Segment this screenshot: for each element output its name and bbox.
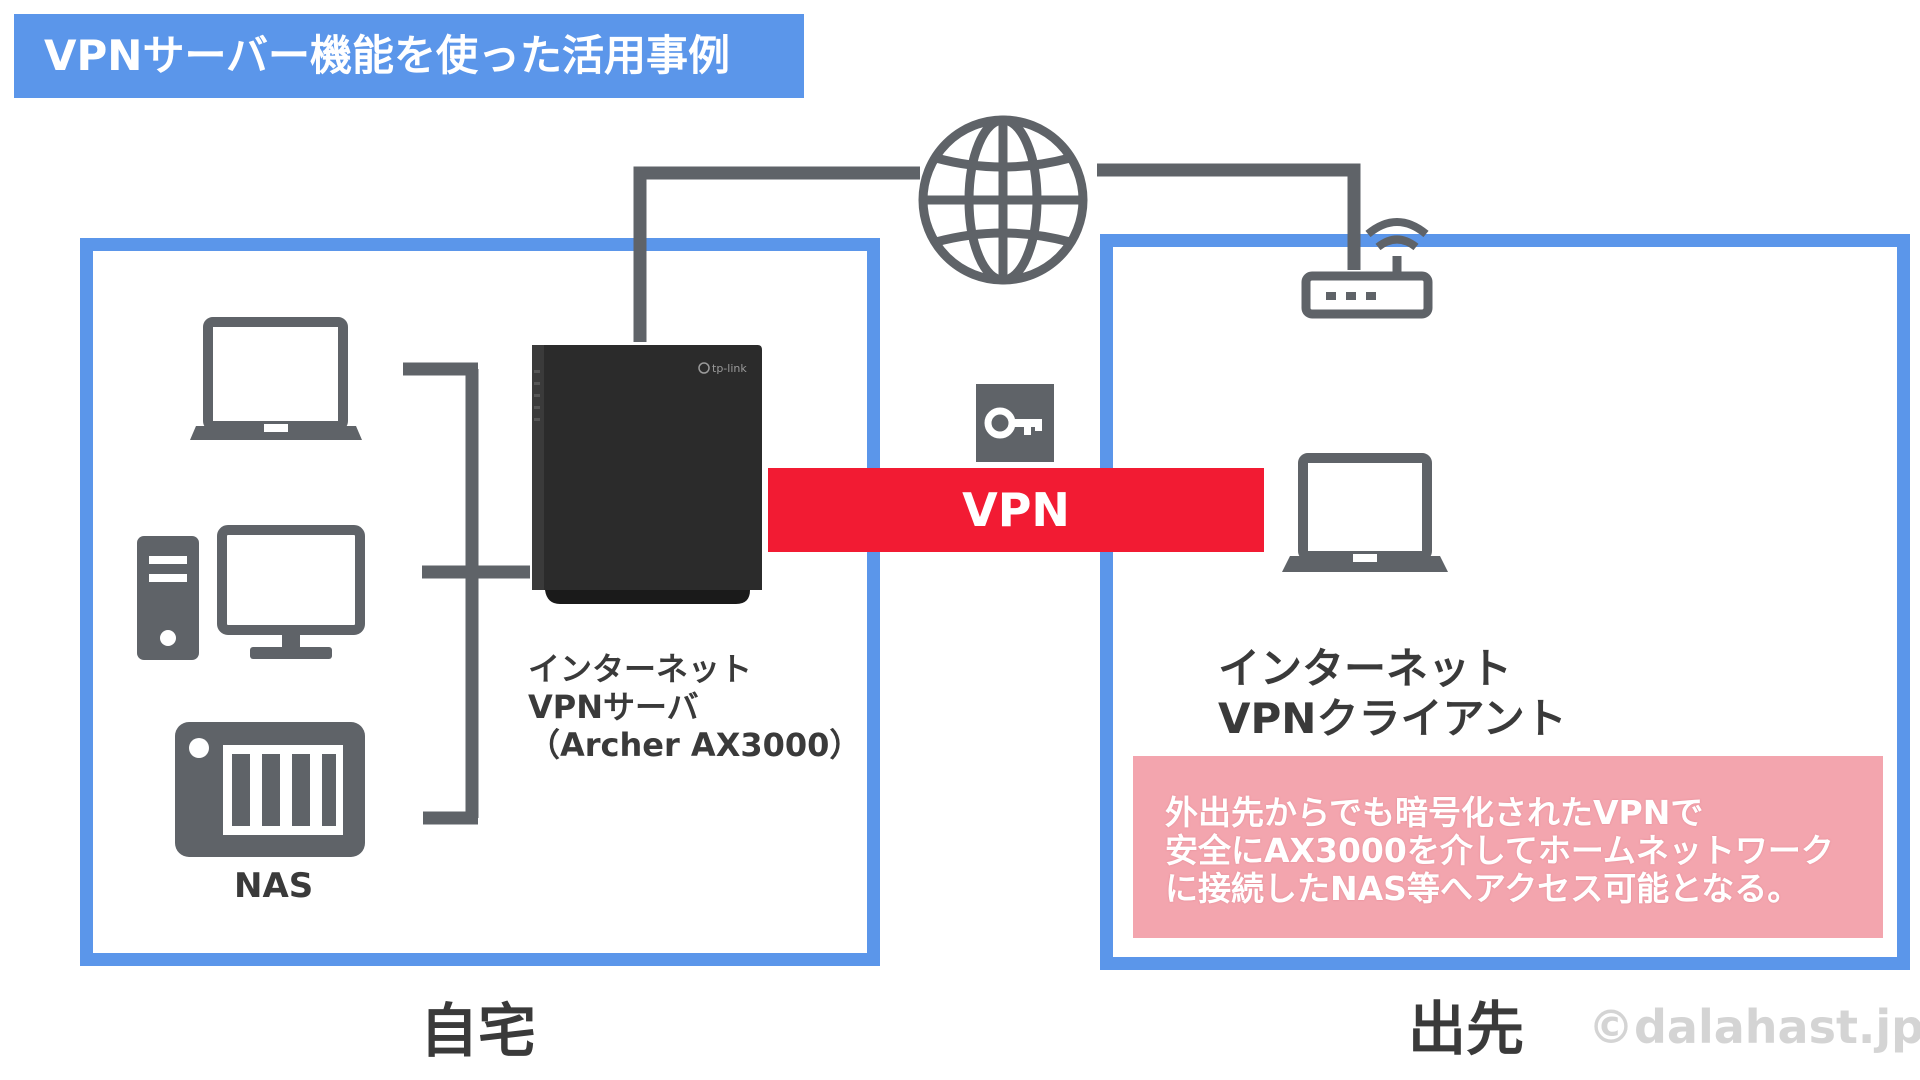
server-label-line1: インターネット <box>528 650 753 688</box>
remote-network-frame <box>1100 234 1910 970</box>
server-label-line2: VPNサーバ <box>528 688 699 726</box>
vpn-client-label: インターネット VPNクライアント <box>1218 644 1567 744</box>
router-brand-logo: tp-link <box>712 362 747 375</box>
remote-label: 出先 <box>1408 995 1525 1063</box>
diagram-title: VPNサーバー機能を使った活用事例 <box>14 14 804 98</box>
note-line3: に接続したNAS等へアクセス可能となる。 <box>1165 869 1801 908</box>
router-to-internet-line <box>633 166 920 342</box>
description-note: 外出先からでも暗号化されたVPNで 安全にAX3000を介してホームネットワーク… <box>1133 756 1883 938</box>
server-label-line3: （Archer AX3000） <box>528 726 862 764</box>
home-label: 自宅 <box>420 997 537 1065</box>
client-label-line1: インターネット <box>1218 644 1513 693</box>
home-network-frame <box>80 238 880 966</box>
vpn-server-label: インターネット VPNサーバ （Archer AX3000） <box>528 650 861 764</box>
lan-bracket <box>403 362 530 825</box>
client-label-line2: VPNクライアント <box>1218 694 1567 743</box>
vpn-tunnel-bar: VPN <box>768 468 1264 552</box>
note-line2: 安全にAX3000を介してホームネットワーク <box>1165 831 1834 870</box>
copyright-watermark: ©dalahast.jp <box>1588 1000 1920 1054</box>
internet-to-remote-line <box>1097 163 1361 270</box>
note-line1: 外出先からでも暗号化されたVPNで <box>1165 793 1704 832</box>
nas-label: NAS <box>234 866 314 906</box>
